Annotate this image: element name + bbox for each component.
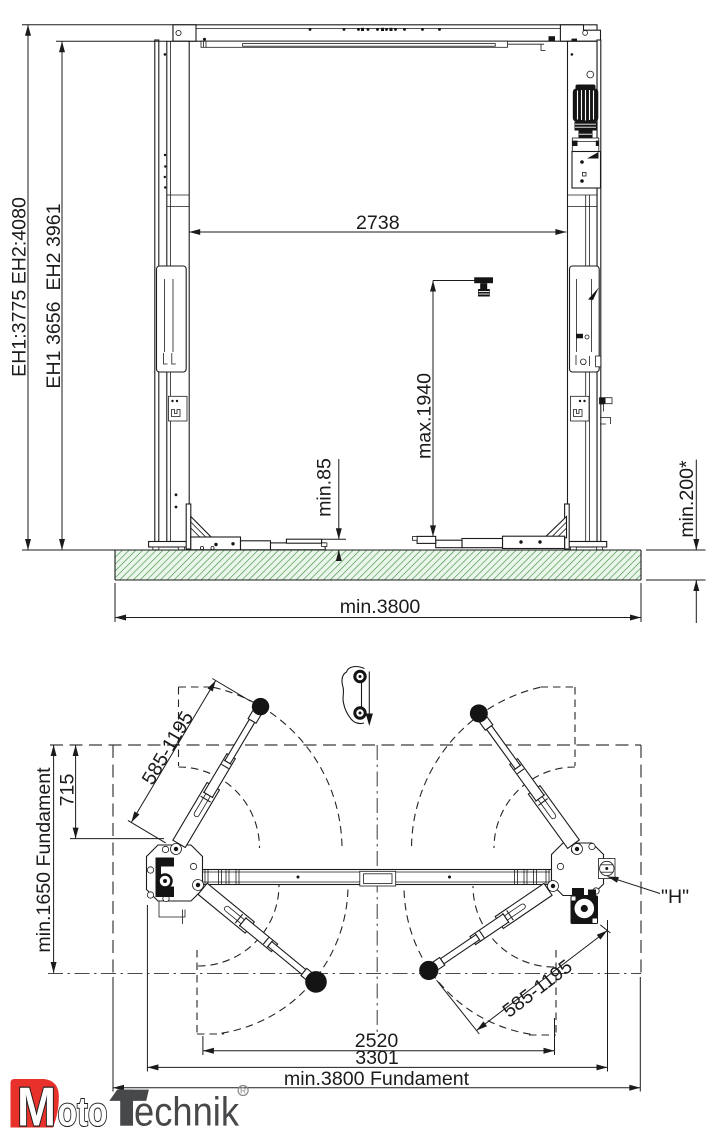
dim-min-pad: min.85 xyxy=(314,458,346,561)
mototechnik-logo: M oto echnik R xyxy=(10,1075,249,1139)
total-height-label: EH1:3775 EH2:4080 xyxy=(9,197,31,377)
arm-lower-left xyxy=(192,879,327,993)
dim-front-offset: 715 xyxy=(57,745,164,840)
min-pad-label: min.85 xyxy=(314,458,336,517)
dim-max-lift: max.1940 xyxy=(414,280,476,537)
gearbox-plan xyxy=(570,895,598,924)
right-column xyxy=(565,39,613,551)
arm-upper-right xyxy=(469,704,583,855)
logo-oto: oto xyxy=(58,1089,108,1135)
foundation-length-label: min.1650 Fundament xyxy=(33,767,55,953)
foundation-hatch xyxy=(114,549,642,581)
dim-clear-width: 2738 xyxy=(189,212,567,235)
label-power-unit: "H" xyxy=(607,876,689,908)
crossbar-safety-bar xyxy=(200,37,546,51)
logo-t xyxy=(109,1089,149,1126)
dim-total-height: EH1:3775 EH2:4080 EH1 3656 EH2 3961 xyxy=(9,24,173,551)
dim-foundation-length: min.1650 Fundament xyxy=(33,745,57,973)
clear-width-label: 2738 xyxy=(356,212,400,234)
foundation-thickness-label: min.200* xyxy=(676,460,698,538)
foundation-width-label: min.3800 Fundament xyxy=(284,1068,470,1090)
motor-plan xyxy=(598,858,616,879)
plan-view: 585-1195 585-1195 715 min.1650 Fundament… xyxy=(33,665,689,1092)
dim-drive-through: 2520 xyxy=(202,1018,555,1055)
registered-trademark-icon: R xyxy=(237,1084,249,1097)
column-height-label: EH1 3656 EH2 3961 xyxy=(43,203,65,388)
drive-through-label: 2520 xyxy=(355,1030,399,1052)
logo-red-shape xyxy=(10,1079,59,1128)
lift-pad-symbol xyxy=(474,277,493,297)
left-arm-elevation xyxy=(185,503,328,551)
dim-foundation-thickness: min.200* xyxy=(646,459,706,623)
dim-floor-width: min.3800 xyxy=(114,583,642,622)
right-arm-elevation xyxy=(411,503,570,550)
power-unit-box xyxy=(571,150,602,189)
motor-assembly xyxy=(571,84,600,152)
drive-in-arrow xyxy=(365,671,373,726)
top-crossbar xyxy=(172,24,602,51)
power-unit-label: "H" xyxy=(661,886,689,908)
crossbar-bolts xyxy=(308,27,441,31)
baseplate-span-label: 3301 xyxy=(355,1047,399,1069)
front-elevation-view: EH1:3775 EH2:4080 EH1 3656 EH2 3961 2738… xyxy=(9,24,706,623)
car-icon xyxy=(341,665,373,726)
dim-foundation-width: min.3800 Fundament xyxy=(112,977,641,1092)
right-baseplate-plan xyxy=(550,842,616,924)
left-column xyxy=(148,39,190,551)
front-offset-label: 715 xyxy=(57,774,79,807)
release-lever xyxy=(599,397,613,425)
floor-width-label: min.3800 xyxy=(340,596,421,618)
column-hole xyxy=(586,70,595,79)
registered-r: R xyxy=(240,1086,246,1096)
floor-beam xyxy=(173,867,564,888)
left-baseplate-plan xyxy=(145,844,204,924)
logo-echnik: echnik xyxy=(134,1089,239,1135)
max-lift-label: max.1940 xyxy=(414,373,436,459)
beam-ticks xyxy=(204,869,550,885)
logo-m: M xyxy=(17,1076,56,1138)
dim-baseplate-span: 3301 xyxy=(146,905,608,1072)
